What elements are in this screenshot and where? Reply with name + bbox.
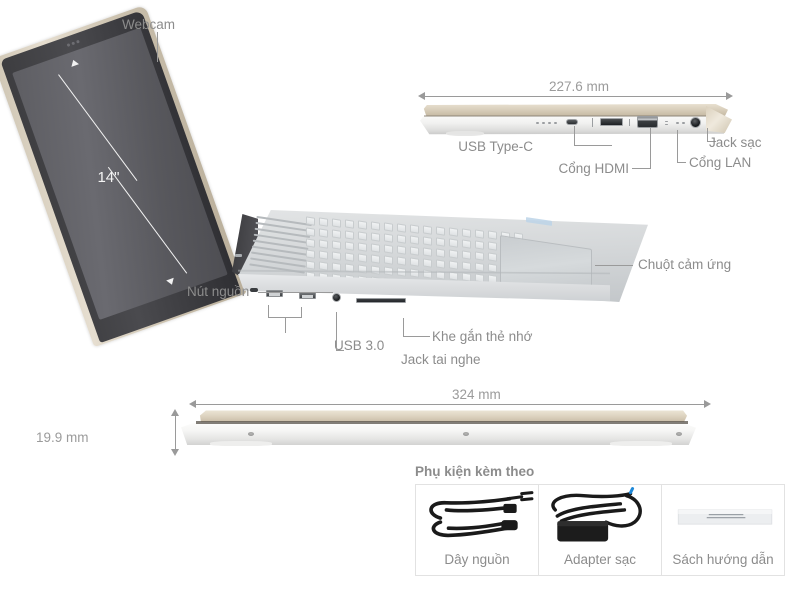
front-view-foot-right — [610, 441, 672, 446]
leader-typec-horz — [574, 145, 612, 146]
leader-hdmi-horz — [632, 168, 651, 169]
accessory-label: Adapter sạc — [563, 552, 637, 568]
webcam-mic-right-icon — [76, 39, 80, 44]
leader-headphone-horz — [336, 350, 344, 351]
leader-touchpad — [595, 265, 633, 266]
dimension-width-arrow-right — [726, 92, 733, 100]
port-divider-1 — [592, 118, 593, 127]
label-lan-port: Cổng LAN — [689, 155, 752, 170]
front-view-seam — [196, 421, 688, 424]
security-lock-slot — [250, 288, 258, 292]
side-view-lid — [423, 104, 728, 116]
accessory-label: Sách hướng dẫn — [672, 552, 774, 568]
deck-front-chamfer — [238, 269, 610, 275]
label-touchpad: Chuột cảm ứng — [638, 257, 732, 272]
leader-charge-vert — [707, 128, 708, 141]
side-view-lid-seam — [424, 115, 724, 117]
leader-card-slot-vert — [403, 318, 404, 336]
leader-webcam — [157, 32, 158, 62]
diagonal-measure-lower — [107, 166, 188, 274]
diagonal-arrow-top — [69, 58, 79, 67]
headphone-jack-port[interactable] — [332, 293, 341, 302]
front-view-screw-left — [248, 432, 254, 436]
power-button[interactable] — [235, 254, 242, 257]
lan-port[interactable] — [637, 116, 658, 128]
leader-lan-vert — [677, 130, 678, 162]
leader-usb3-left — [268, 305, 269, 317]
dimension-width-line — [424, 96, 728, 97]
dc-charging-jack-port[interactable] — [690, 117, 701, 128]
usb-type-c-port[interactable] — [566, 119, 578, 125]
label-charge-jack: Jack sạc — [709, 135, 762, 150]
front-view-screw-right — [676, 432, 682, 436]
led-group-right — [676, 121, 685, 124]
diagonal-arrow-bottom — [166, 277, 176, 287]
dimension-height-arrow-top — [171, 409, 179, 416]
screen-size-label: 14" — [97, 168, 120, 186]
manual-booklet-icon — [662, 485, 784, 551]
dimension-depth-arrow-left — [189, 400, 196, 408]
dimension-height-arrow-bottom — [171, 449, 179, 456]
usb3-port-1[interactable] — [266, 290, 283, 297]
accessory-item: Dây nguồn — [416, 485, 539, 575]
hdmi-port[interactable] — [600, 118, 623, 126]
leader-lan-horz — [677, 162, 686, 163]
memory-card-slot[interactable] — [356, 298, 406, 303]
label-hdmi-port: Cổng HDMI — [558, 161, 629, 176]
accessories-title: Phụ kiện kèm theo — [415, 464, 535, 479]
left-side-port-strip — [235, 254, 638, 308]
label-webcam: Webcam — [122, 17, 176, 32]
open-laptop-illustration: 14" — [0, 0, 731, 366]
accessory-item: Adapter sạc — [539, 485, 662, 575]
label-usb3: USB 3.0 — [334, 338, 385, 353]
power-adapter-icon — [539, 485, 661, 551]
leader-typec-vert — [574, 126, 575, 145]
leader-power-button — [258, 292, 333, 293]
front-view-lid — [199, 410, 688, 422]
label-card-slot: Khe gắn thẻ nhớ — [432, 329, 533, 344]
leader-hdmi-vert — [650, 128, 651, 168]
dimension-width-label: 227.6 mm — [549, 79, 610, 94]
label-headphone-jack: Jack tai nghe — [401, 352, 481, 367]
power-cable-icon — [416, 485, 538, 551]
leader-card-slot-horz — [403, 336, 430, 337]
leader-headphone-vert — [336, 312, 337, 350]
accessory-item: Sách hướng dẫn — [662, 485, 784, 575]
display-panel — [12, 27, 228, 320]
diagonal-measure-upper — [58, 74, 138, 181]
dimension-depth-arrow-right — [704, 400, 711, 408]
status-led-indicators — [536, 121, 557, 124]
front-view-base — [181, 422, 696, 446]
port-divider-2 — [629, 119, 630, 126]
side-view-rubber-foot — [446, 131, 484, 136]
keyboard-deck — [232, 210, 648, 330]
leader-usb3-right — [301, 307, 302, 317]
front-view-foot-left — [210, 441, 272, 446]
webcam-mic-left-icon — [71, 41, 76, 46]
accessories-grid: Dây nguồn — [415, 484, 785, 576]
usb3-port-2[interactable] — [299, 292, 316, 299]
dimension-width-arrow-left — [418, 92, 425, 100]
port-dots-indicator — [665, 121, 668, 124]
leader-charge-horz — [707, 141, 716, 142]
dimension-height-label: 19.9 mm — [36, 430, 89, 445]
accessory-label: Dây nguồn — [444, 552, 510, 568]
label-usb-type-c: USB Type-C — [458, 139, 533, 154]
dimension-depth-line — [196, 404, 706, 405]
label-power-button: Nút nguồn — [187, 284, 250, 299]
dimension-height-line — [175, 415, 176, 450]
leader-usb3-stem — [285, 317, 286, 333]
front-view-screw-mid — [463, 432, 469, 436]
webcam-lens-icon — [66, 43, 71, 47]
dimension-depth-label: 324 mm — [452, 387, 501, 402]
